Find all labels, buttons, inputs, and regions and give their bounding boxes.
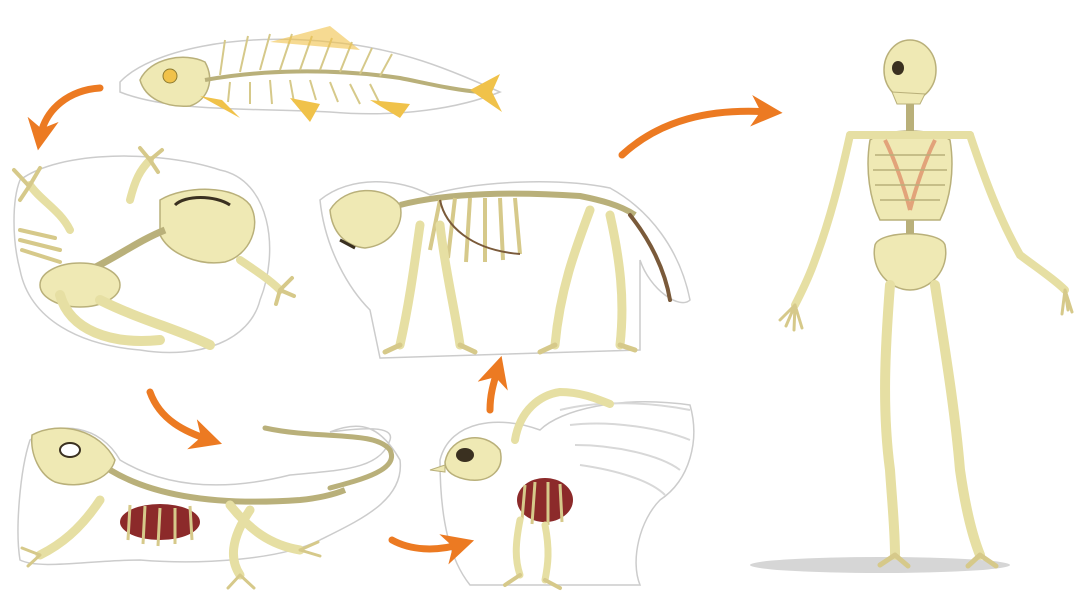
lizard-skeleton-icon <box>18 426 400 588</box>
bird-skeleton-icon <box>430 392 694 588</box>
human-skeleton-icon <box>750 40 1072 573</box>
arrow-cat-to-human <box>622 111 770 155</box>
arrow-frog-to-lizard <box>150 392 210 440</box>
arrow-fish-to-frog <box>40 88 100 138</box>
cat-skeleton-icon <box>320 182 690 358</box>
arrow-bird-to-cat <box>490 368 498 410</box>
frog-skeleton-icon <box>14 148 294 353</box>
fish-skeleton-icon <box>120 26 502 122</box>
